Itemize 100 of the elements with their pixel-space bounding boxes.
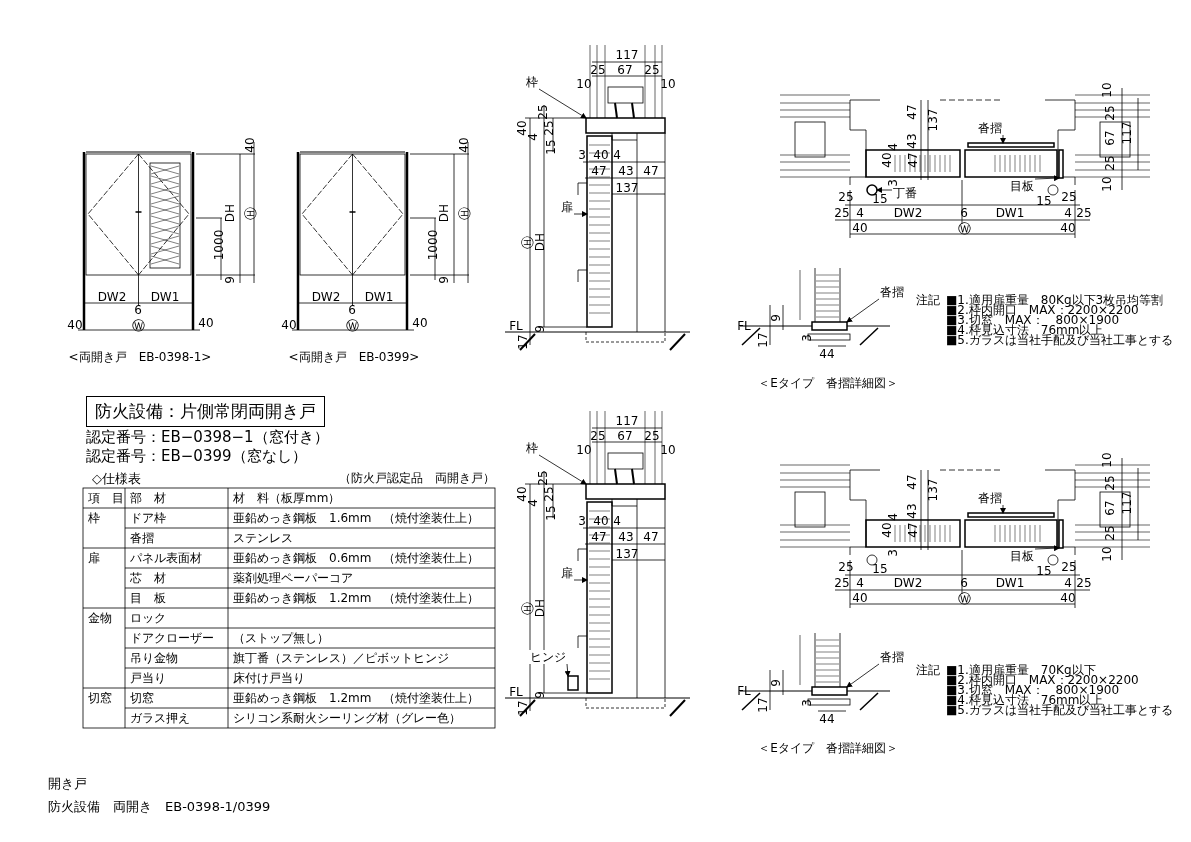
dimension-label: 40 [516,486,528,502]
dimension-label: 4 [1064,207,1072,219]
dimension-label: 10 [660,78,676,90]
dimension-label: DW2 [311,291,341,303]
dimension-label: 67 [1104,500,1116,516]
dimension-label: 40 [458,137,470,153]
dimension-label: DW1 [995,577,1025,589]
category-label: 扉 [88,552,100,564]
dimension-label: 1000 [213,229,225,261]
level-label: FL [737,320,751,332]
sill-part [811,686,848,696]
drawing-caption: ＜Eタイプ 沓摺詳細図＞ [758,377,898,389]
dimension-label: 40 [412,317,428,329]
frame-part [585,483,666,500]
dimension-label: 25 [1104,475,1116,491]
level-label: FL [737,685,751,697]
frame-part [586,501,613,694]
dimension-label: 9 [224,276,236,284]
dimension-label: 25 [1061,191,1077,203]
dimension-label: 43 [906,133,918,149]
dimension-label: 10 [1101,546,1113,562]
dimension-label: 15 [1036,195,1052,207]
dimension-label: 3 [887,179,899,187]
dimension-label: 25 [543,486,555,502]
material-text: 亜鉛めっき鋼板 0.6mm （焼付塗装仕上） [233,552,480,564]
category-label: 切窓 [88,692,112,704]
dimension-label: 25 [537,104,549,120]
dimension-label: 25 [1104,105,1116,121]
dimension-label: 25 [834,577,850,589]
dimension-label: 47 [907,522,919,538]
dimension-label: 4 [1064,577,1072,589]
part-label: 扉 [560,566,574,580]
dimension-label: 17 [757,332,769,348]
dimension-label: 25 [838,561,854,573]
dimension-label: 9 [770,314,782,322]
part-label: 沓摺 [977,491,1003,505]
dimension-label: Ⓦ [131,318,145,332]
dimension-label: 15 [545,139,557,155]
part-name: パネル表面材 [130,552,202,564]
dimension-label: 9 [534,325,546,333]
column-header: 部 材 [130,492,166,504]
material-text: 亜鉛めっき鋼板 1.2mm （焼付塗装仕上） [233,692,480,704]
dimension-label: 15 [545,505,557,521]
dimension-label: 10 [1101,176,1113,192]
dimension-label: 40 [593,149,609,161]
dimension-label: 40 [852,592,868,604]
dimension-label: 44 [819,713,835,725]
dimension-label: 3 [578,515,586,527]
material-text: シリコン系耐火シーリング材（グレー色） [233,712,461,724]
frame-part [586,135,613,328]
material-text: 薬剤処理ペーパーコア [233,572,353,584]
dimension-label: 25 [537,470,549,486]
dimension-label: 117 [615,415,639,427]
dimension-label: 47 [643,531,659,543]
dimension-label: 25 [1104,155,1116,171]
dimension-label: 40 [852,222,868,234]
sill-part [1058,519,1064,549]
dimension-label: 6 [348,304,356,316]
dimension-label: Ⓗ [520,601,534,615]
dimension-label: 1000 [427,229,439,261]
sill-part [1058,149,1064,179]
material-text: 旗丁番（ステンレス）／ピボットヒンジ [233,652,449,664]
part-label: 目板 [1009,549,1035,563]
dimension-label: 40 [593,515,609,527]
category-label: 枠 [88,512,100,524]
dimension-label: 40 [67,319,83,331]
dimension-label: 40 [198,317,214,329]
material-text: ステンレス [233,532,293,544]
material-text: 床付け戸当り [233,672,305,684]
dimension-label: 40 [1060,222,1076,234]
category-label: 金物 [88,612,112,624]
dimension-label: 9 [438,276,450,284]
dimension-label: Ⓦ [957,591,971,605]
dimension-label: 40 [881,522,893,538]
dimension-label: FL [509,686,523,698]
dimension-label: 67 [617,430,633,442]
part-label: 沓摺 [879,285,905,299]
hinge-symbol [866,184,878,196]
part-label: 沓摺 [977,121,1003,135]
dimension-label: DW2 [97,291,127,303]
note-heading: 注記 [916,294,940,306]
dimension-label: 25 [1104,525,1116,541]
dimension-label: DW2 [893,577,923,589]
dimension-label: DW1 [364,291,394,303]
dimension-label: 67 [617,64,633,76]
dimension-label: DH [534,598,546,618]
dimension-label: 3 [801,699,813,707]
dimension-label: Ⓦ [957,221,971,235]
column-header: 材 料（板厚mm） [233,492,341,504]
part-name: 戸当り [130,672,166,684]
dimension-label: 67 [1104,130,1116,146]
frame-part [567,675,579,691]
dimension-label: 25 [644,64,660,76]
heading-text: 認定番号：EB−0399（窓なし） [86,448,307,464]
dimension-label: DH [534,232,546,252]
part-label: 枠 [525,441,539,455]
dimension-label: 40 [244,137,256,153]
part-name: ロック [130,612,166,624]
drawing-title-text: 開き戸 [48,776,87,790]
dimension-label: 25 [838,191,854,203]
